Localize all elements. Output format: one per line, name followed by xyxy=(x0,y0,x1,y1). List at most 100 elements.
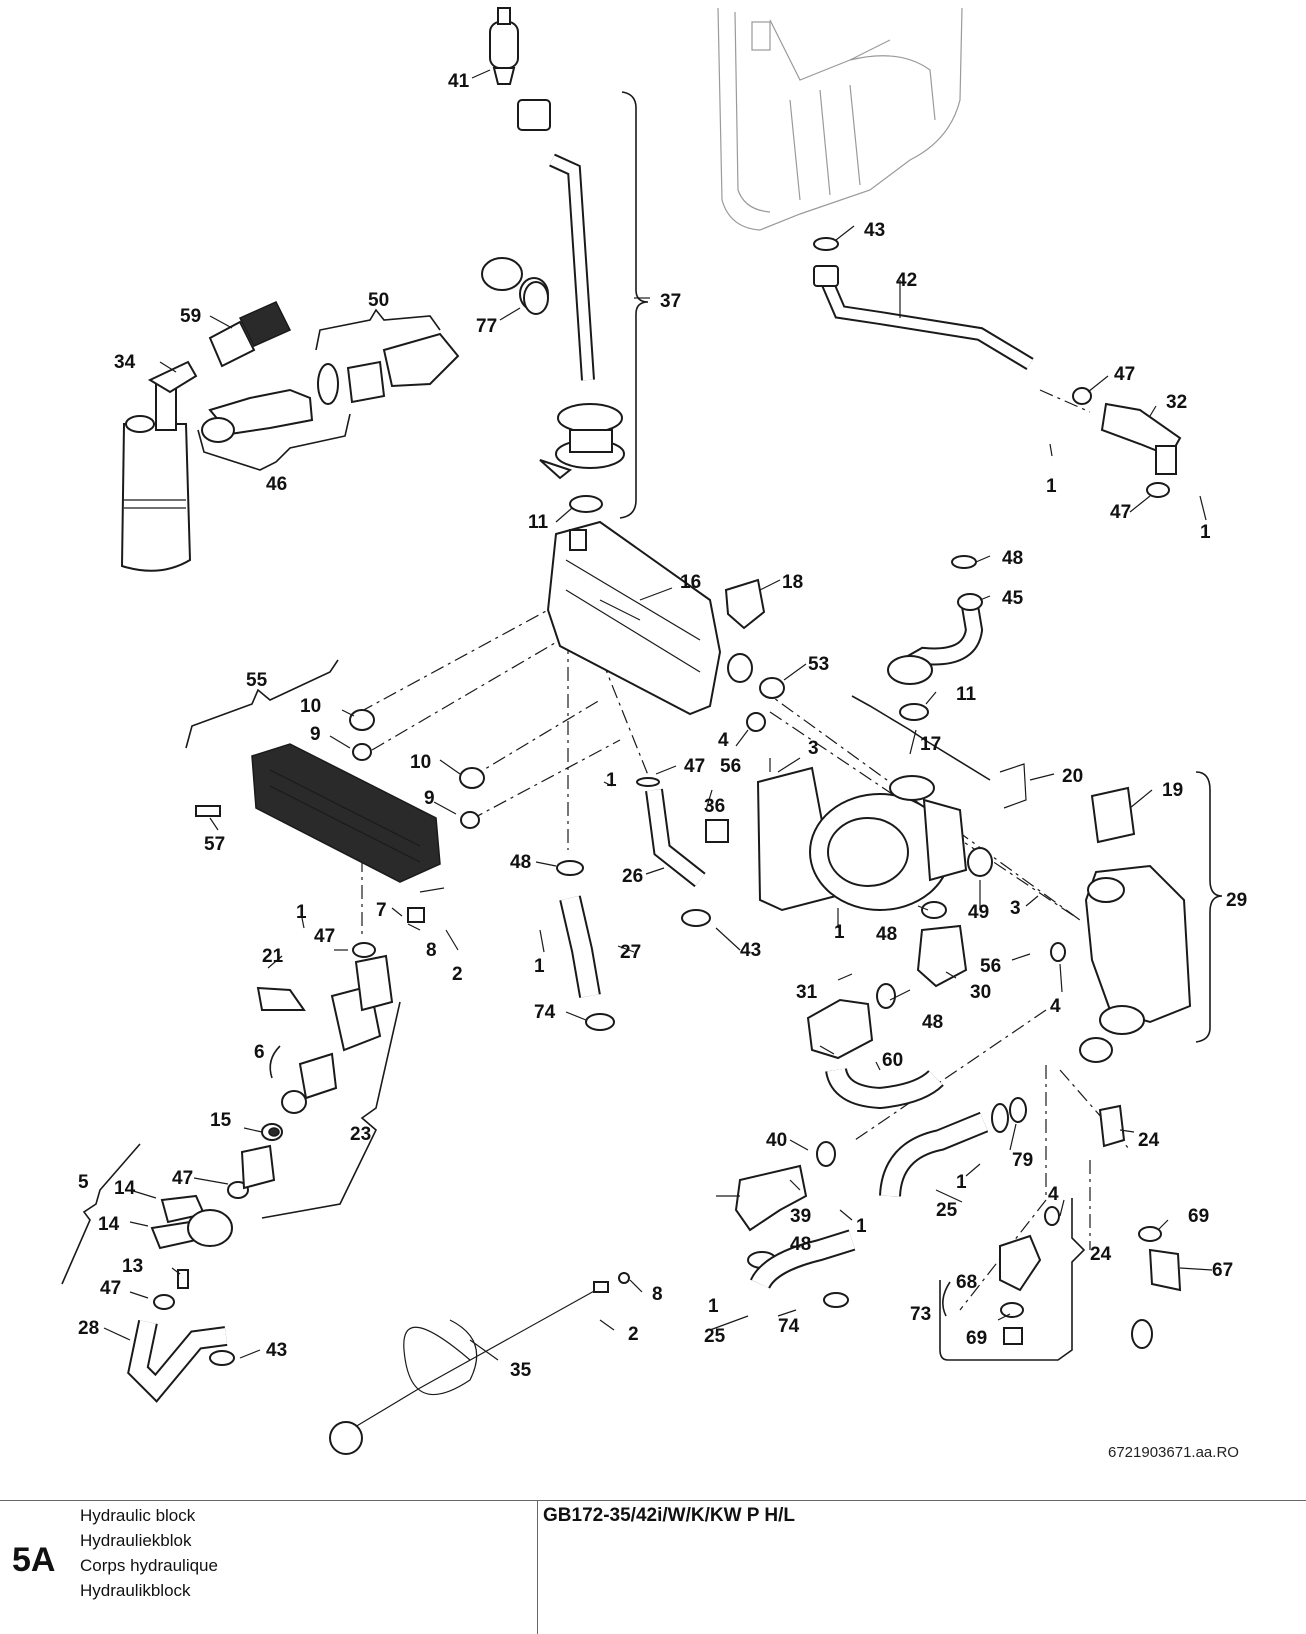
callout-48-c: 48 xyxy=(922,1012,943,1033)
callout-37: 37 xyxy=(660,291,681,312)
callout-1-f: 1 xyxy=(856,1216,867,1237)
callout-18: 18 xyxy=(782,572,803,593)
callout-43-bottom: 43 xyxy=(266,1340,287,1361)
callout-24-b: 24 xyxy=(1090,1244,1112,1265)
assembly-lines xyxy=(359,389,1131,1311)
callout-13: 13 xyxy=(122,1256,143,1277)
leader-lines xyxy=(103,69,1213,1361)
part-safety-valves xyxy=(999,1104,1182,1349)
callout-48-mid: 48 xyxy=(510,852,531,873)
callout-79: 79 xyxy=(1012,1150,1033,1171)
callout-1-e: 1 xyxy=(956,1172,967,1193)
part-clip-upper xyxy=(569,495,603,513)
callout-23: 23 xyxy=(350,1124,371,1145)
part-filling-loop xyxy=(127,1194,233,1403)
document-number: 6721903671.aa.RO xyxy=(1108,1444,1239,1461)
callout-53: 53 xyxy=(808,654,829,675)
callout-20: 20 xyxy=(1062,766,1083,787)
part-return-pipes xyxy=(734,1103,1009,1290)
part-clip-lower xyxy=(899,703,929,721)
callout-69-b: 69 xyxy=(966,1328,987,1349)
callout-47-right: 47 xyxy=(1110,502,1131,523)
callout-14-b: 14 xyxy=(98,1214,120,1235)
callout-57: 57 xyxy=(204,834,225,855)
section-code: 5A xyxy=(12,1541,56,1579)
callout-41: 41 xyxy=(448,71,470,92)
part-lower-left-assembly xyxy=(240,887,445,1190)
callout-47-mid: 47 xyxy=(684,756,705,777)
callout-49: 49 xyxy=(968,902,989,923)
title-english: Hydraulic block xyxy=(80,1506,196,1525)
callout-11-top: 11 xyxy=(528,512,549,533)
callout-1-g: 1 xyxy=(708,1296,719,1317)
callout-73: 73 xyxy=(910,1304,931,1325)
part-heat-exchanger xyxy=(251,709,485,883)
part-number-callouts: 41 43 42 37 50 59 77 34 47 32 46 1 47 11… xyxy=(78,71,1247,1381)
callout-48-d: 48 xyxy=(790,1234,811,1255)
callout-28: 28 xyxy=(78,1318,99,1339)
callout-11-mid: 11 xyxy=(956,684,977,705)
callout-1-b: 1 xyxy=(296,902,307,923)
callout-9-b: 9 xyxy=(424,788,435,809)
callout-5: 5 xyxy=(78,1172,89,1193)
callout-1-right: 1 xyxy=(1200,522,1211,543)
callout-17: 17 xyxy=(920,734,941,755)
callout-59: 59 xyxy=(180,306,201,327)
callout-1-c: 1 xyxy=(834,922,845,943)
callout-10-b: 10 xyxy=(410,752,431,773)
callout-47-top: 47 xyxy=(1114,364,1135,385)
part-clip-20 xyxy=(999,763,1027,809)
part-connecting-hoses xyxy=(559,788,729,998)
callout-14-a: 14 xyxy=(114,1178,136,1199)
part-clip-18 xyxy=(724,578,766,630)
model-designation: GB172-35/42i/W/K/KW P H/L xyxy=(543,1505,795,1526)
part-gasket-77 xyxy=(523,281,549,315)
callout-48-top: 48 xyxy=(1002,548,1023,569)
part-lower-valves xyxy=(806,924,968,1110)
title-block: 5A Hydraulic block Hydrauliekblok Corps … xyxy=(0,1500,1306,1634)
callout-48-b: 48 xyxy=(876,924,897,945)
part-air-vent xyxy=(489,7,519,85)
callout-47-b: 47 xyxy=(314,926,335,947)
callout-25-a: 25 xyxy=(936,1200,958,1221)
part-pump xyxy=(756,766,968,912)
callout-31: 31 xyxy=(796,982,818,1003)
boiler-casing-outline xyxy=(717,7,963,231)
callout-27: 27 xyxy=(620,942,641,963)
part-valve-block xyxy=(1079,786,1192,1063)
part-expansion-pipe xyxy=(813,265,1182,475)
callout-1-top: 1 xyxy=(1046,476,1057,497)
title-french: Corps hydraulique xyxy=(80,1556,218,1575)
callout-3-b: 3 xyxy=(1010,898,1021,919)
exploded-parts-diagram: 41 43 42 37 50 59 77 34 47 32 46 1 47 11… xyxy=(61,7,1247,1455)
callout-47-d: 47 xyxy=(100,1278,121,1299)
callout-47-c: 47 xyxy=(172,1168,193,1189)
callout-35: 35 xyxy=(510,1360,532,1381)
part-siphon xyxy=(120,301,292,572)
o-rings xyxy=(153,237,1170,1366)
callout-29: 29 xyxy=(1226,890,1247,911)
callout-74-b: 74 xyxy=(778,1316,800,1337)
callout-36: 36 xyxy=(704,796,725,817)
callout-56-b: 56 xyxy=(980,956,1001,977)
callout-68: 68 xyxy=(956,1272,977,1293)
part-bolt xyxy=(195,805,221,817)
callout-2-a: 2 xyxy=(452,964,463,985)
footer-divider xyxy=(537,1501,538,1634)
callout-2-b: 2 xyxy=(628,1324,639,1345)
callout-46: 46 xyxy=(266,474,287,495)
callout-21: 21 xyxy=(262,946,284,967)
callout-4-b: 4 xyxy=(1050,996,1061,1017)
callout-43-mid: 43 xyxy=(740,940,761,961)
callout-1-mid: 1 xyxy=(606,770,617,791)
callout-67: 67 xyxy=(1212,1260,1233,1281)
callout-16: 16 xyxy=(680,572,701,593)
callout-4-c: 4 xyxy=(1048,1184,1059,1205)
title-translations: Hydraulic block Hydrauliekblok Corps hyd… xyxy=(80,1503,218,1603)
callout-8-b: 8 xyxy=(652,1284,663,1305)
callout-39: 39 xyxy=(790,1206,811,1227)
callout-45: 45 xyxy=(1002,588,1024,609)
callout-10-a: 10 xyxy=(300,696,321,717)
callout-8-a: 8 xyxy=(426,940,437,961)
callout-26: 26 xyxy=(622,866,643,887)
